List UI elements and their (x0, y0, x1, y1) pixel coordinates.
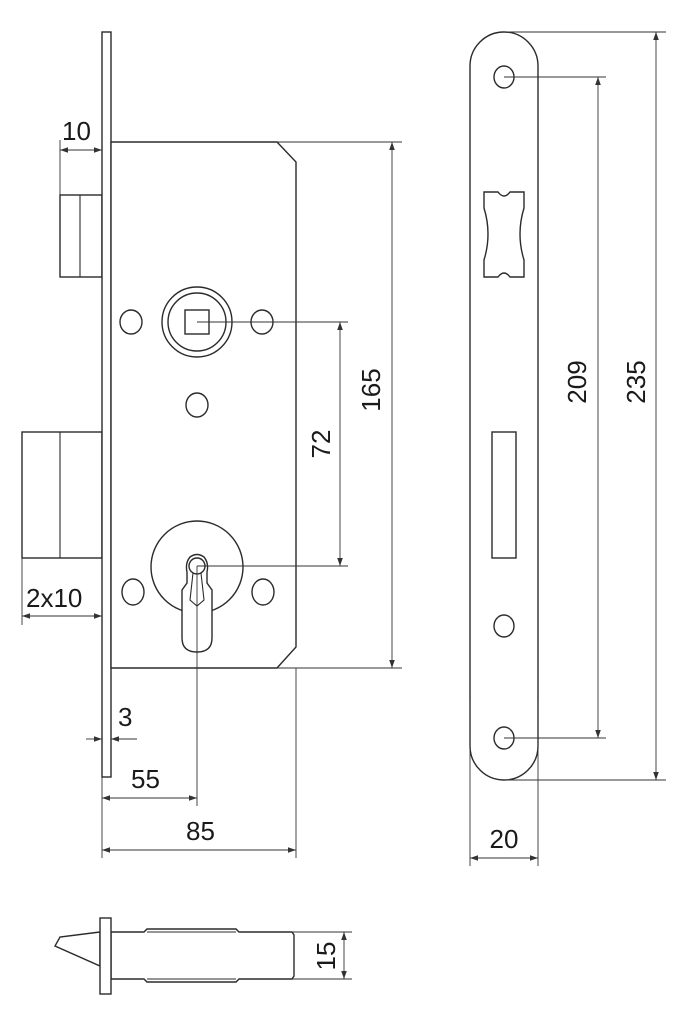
lock-case-top (110, 928, 295, 983)
latch-bolt (59, 194, 103, 278)
dim-strike-width: 20 (490, 824, 519, 854)
screw-hole (185, 392, 209, 418)
strike-plate-dimensions: 209 235 20 (469, 31, 666, 866)
dim-strike-screw-distance: 209 (562, 360, 592, 403)
dead-bolt (21, 431, 103, 559)
dim-body-thickness: 15 (311, 942, 341, 971)
bolt-opening (491, 431, 517, 559)
lock-front-view (21, 31, 297, 778)
strike-plate (469, 31, 539, 781)
front-view-dimensions: 10 2x10 3 55 85 72 165 (21, 116, 402, 858)
faceplate (101, 31, 112, 778)
dim-case-height: 165 (356, 368, 386, 411)
dim-faceplate-thickness: 3 (118, 702, 132, 732)
strike-screw-hole (493, 614, 515, 638)
dim-bolt-projection: 2x10 (26, 583, 82, 613)
dim-case-depth: 85 (186, 816, 215, 846)
dim-backset: 55 (131, 764, 160, 794)
latch-top (54, 931, 101, 968)
strike-plate-view (469, 31, 539, 781)
faceplate-top (99, 917, 112, 995)
dim-strike-length: 235 (621, 360, 651, 403)
dim-center-distance: 72 (306, 430, 336, 459)
latch-opening (483, 191, 525, 278)
screw-hole (251, 578, 275, 606)
screw-hole (121, 578, 145, 606)
dim-latch-projection: 10 (62, 116, 91, 146)
screw-hole (119, 309, 143, 335)
lock-top-view: 15 (54, 917, 352, 995)
